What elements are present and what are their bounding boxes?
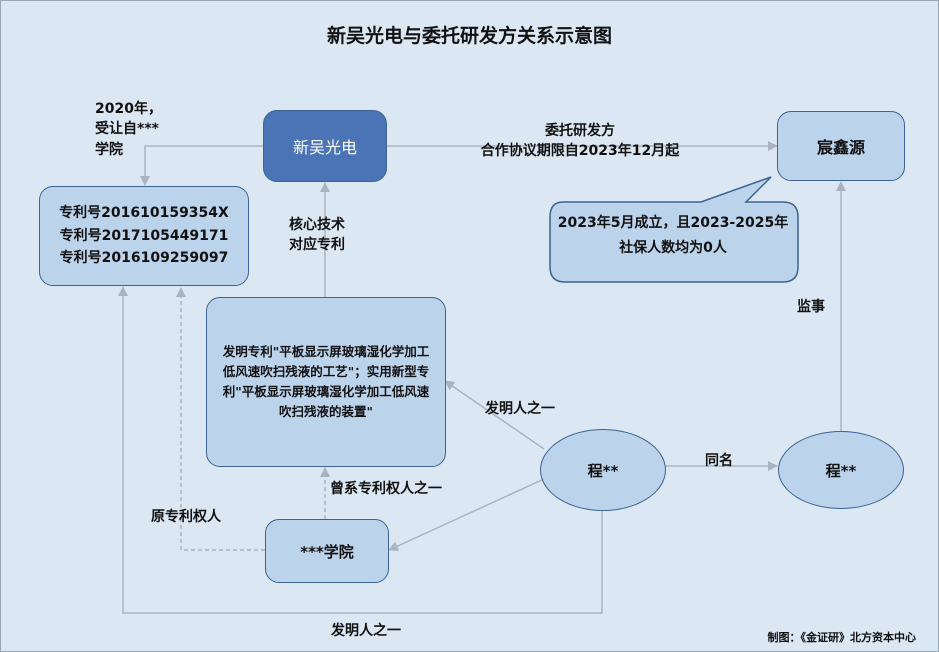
label-transfer: 2020年， 受让自*** 学院 <box>95 101 162 158</box>
arrow-inventor-upper <box>444 380 545 450</box>
label-original-holder: 原专利权人 <box>151 509 221 525</box>
node-patent-numbers: 专利号201610159354X 专利号2017105449171 专利号201… <box>39 186 249 286</box>
arrow-cheng-college <box>388 478 545 551</box>
label-former-holder: 曾系专利权人之一 <box>330 481 442 497</box>
arrow-original-holder <box>176 287 265 551</box>
arrow-transfer <box>140 145 263 186</box>
label-core-tech: 核心技术 对应专利 <box>289 217 345 254</box>
label-inventor-lower: 发明人之一 <box>331 623 401 639</box>
diagram-title: 新吴光电与委托研发方关系示意图 <box>326 25 612 47</box>
label-supervisor: 监事 <box>797 299 825 315</box>
node-college: ***学院 <box>265 519 389 583</box>
label-inventor-upper: 发明人之一 <box>485 401 555 417</box>
node-cheng-inventor: 程** <box>540 429 666 511</box>
chart-credit: 制图：《金证研》北方资本中心 <box>767 631 917 644</box>
node-xinwu-optoelectronics: 新吴光电 <box>263 110 387 182</box>
node-cheng-supervisor: 程** <box>778 431 904 509</box>
node-patent-description: 发明专利"平板显示屏玻璃湿化学加工低风速吹扫残液的工艺"；实用新型专利"平板显示… <box>206 297 446 467</box>
callout-text: 2023年5月成立，且2023-2025年社保人数均为0人 <box>557 215 789 256</box>
arrow-inventor-lower <box>118 286 603 614</box>
label-same-name: 同名 <box>705 453 733 469</box>
node-chenxinyuan: 宸鑫源 <box>777 111 905 181</box>
label-entrust: 委托研发方 合作协议期限自2023年12月起 <box>480 123 680 160</box>
